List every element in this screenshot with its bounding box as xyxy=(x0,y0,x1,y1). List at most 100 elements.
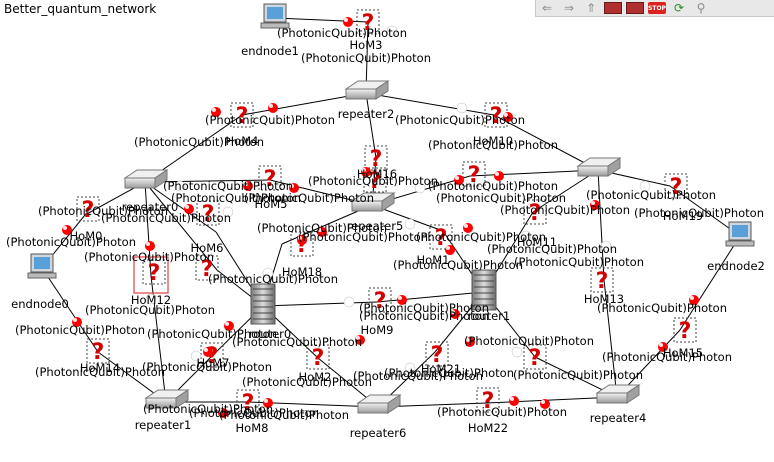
message-label: (PhotonicQubit)Photon xyxy=(514,255,644,269)
message-label: (PhotonicQubit)Photon xyxy=(437,405,567,419)
repeater-icon[interactable] xyxy=(350,192,396,212)
node-label-repeater5: repeater5 xyxy=(347,219,404,233)
hom-label-HoM1: HoM1 xyxy=(417,253,450,267)
message-label: (PhotonicQubit)Photon xyxy=(35,365,165,379)
repeater-icon[interactable] xyxy=(344,80,390,100)
repeater-icon[interactable] xyxy=(356,394,402,414)
message-label: (PhotonicQubit)Photon xyxy=(189,406,319,420)
hom-label-HoM5: HoM5 xyxy=(255,197,288,211)
message-label: (PhotonicQubit)Photon xyxy=(244,191,374,205)
hom-label-HoM22: HoM22 xyxy=(468,421,508,435)
message-label: (PhotonicQubit)Photon xyxy=(298,230,428,244)
message-label: (PhotonicQubit)Photon xyxy=(487,242,617,256)
photon-message-icon xyxy=(404,218,416,230)
link-HoM10-r3 xyxy=(493,114,599,171)
hom-label-HoM14: HoM14 xyxy=(80,361,120,375)
hom-label-HoM0: HoM0 xyxy=(70,229,103,243)
hom-label-HoM2: HoM2 xyxy=(299,370,332,384)
repeater-icon[interactable] xyxy=(576,157,622,177)
arrow-right-icon[interactable]: ⇒ xyxy=(563,1,575,15)
message-label: (PhotonicQubit)Photon xyxy=(416,230,546,244)
message-label: (PhotonicQubit)Photon xyxy=(6,235,136,249)
message-label: (PhotonicQubit)Photon xyxy=(134,135,264,149)
hom-label-HoM8: HoM8 xyxy=(236,421,269,435)
message-label: (PhotonicQubit)Photon xyxy=(38,204,168,218)
repeater-icon[interactable] xyxy=(595,384,641,404)
message-label: (PhotonicQubit)Photon xyxy=(436,191,566,205)
link-router0-HoM9 xyxy=(262,301,378,307)
arrow-up-icon[interactable]: ⇑ xyxy=(585,1,597,15)
link-HoM13-repeater4 xyxy=(603,279,618,398)
link-endnode0-HoM14 xyxy=(41,267,99,353)
photon-message-icon xyxy=(343,296,355,308)
message-label: (PhotonicQubit)Photon xyxy=(597,301,727,315)
link-repeater2-HoM4 xyxy=(241,92,367,116)
hom-label-HoM21: HoM21 xyxy=(421,362,461,376)
hom-label-HoM3: HoM3 xyxy=(350,38,383,52)
message-label: (PhotonicQubit)Photon xyxy=(142,360,272,374)
message-label: (PhotonicQubit)Photon xyxy=(147,327,277,341)
message-label: (PhotonicQubit)Photon xyxy=(219,408,349,422)
express-run-icon[interactable] xyxy=(624,0,646,16)
message-label: (PhotonicQubit)Photon xyxy=(602,350,732,364)
node-label-repeater1: repeater1 xyxy=(135,418,192,432)
stop-icon[interactable]: STOP xyxy=(646,0,668,16)
message-label: (PhotonicQubit)Photon xyxy=(85,303,215,317)
message-label: (PhotonicQubit)Photon xyxy=(395,113,525,127)
router-icon[interactable] xyxy=(471,269,497,311)
message-label: (PhotonicQubit)Photon xyxy=(15,323,145,337)
link-HoM22-repeater4 xyxy=(486,396,618,404)
link-HoM20-repeater0 xyxy=(144,181,218,271)
node-label-router0: router0 xyxy=(249,327,291,341)
node-label-repeater0: repeater0 xyxy=(122,200,179,214)
refresh-icon[interactable]: ⟳ xyxy=(673,1,685,15)
host-icon[interactable] xyxy=(725,221,755,247)
link-r3-HoM11 xyxy=(532,169,599,213)
message-label: (PhotonicQubit)Photon xyxy=(586,188,716,202)
hom-label-HoM6: HoM6 xyxy=(191,241,224,255)
message-label: (PhotonicQubit)Photon xyxy=(464,334,594,348)
message-label: (PhotonicQubit)Photon xyxy=(353,369,483,383)
host-icon[interactable] xyxy=(260,3,290,29)
hom-label-HoM11: HoM11 xyxy=(517,235,557,249)
message-label: (PhotonicQubit)Photon xyxy=(84,250,214,264)
arrow-left-icon[interactable]: ⇐ xyxy=(541,1,553,15)
link-HoMz-r3 xyxy=(469,169,599,177)
message-label: (PhotonicQubit)Photon xyxy=(232,335,362,349)
message-label: (PhotonicQubit)Photon xyxy=(384,366,514,380)
zoom-icon[interactable]: ⚲ xyxy=(696,1,706,15)
message-label: (PhotonicQubit)Photon xyxy=(171,191,301,205)
photon-message-icon xyxy=(268,103,278,113)
message-label: (PhotonicQubit)Photon xyxy=(277,26,407,40)
repeater-icon[interactable] xyxy=(123,169,169,189)
node-label-endnode2: endnode2 xyxy=(707,259,765,273)
hom-label-HoM15: HoM15 xyxy=(663,346,703,360)
message-label: (PhotonicQubit)Photon xyxy=(143,402,273,416)
message-label: (PhotonicQubit)Photon xyxy=(634,206,764,220)
message-label: (PhotonicQubit)Photon xyxy=(205,113,335,127)
link-repeater0-HoM5 xyxy=(144,179,271,183)
fast-run-icon[interactable] xyxy=(602,0,624,16)
hom-label-HoM18: HoM18 xyxy=(282,265,322,279)
message-label: (PhotonicQubit)Photon xyxy=(257,221,387,235)
message-label: (PhotonicQubit)Photon xyxy=(500,203,630,217)
hom-label-HoM12: HoM12 xyxy=(131,293,171,307)
hom-label-HoM7: HoM7 xyxy=(197,356,230,370)
message-label: (PhotonicQubit)Photon xyxy=(359,301,489,315)
message-label: (PhotonicQubit)Photon xyxy=(208,272,338,286)
repeater-icon[interactable] xyxy=(144,389,190,409)
hom-label-HoM16: HoM16 xyxy=(357,167,397,181)
hom-label-HoM10: HoM10 xyxy=(473,134,513,148)
message-label: (PhotonicQubit)Photon xyxy=(301,51,431,65)
hom-label-HoM4: HoM4 xyxy=(226,134,259,148)
node-label-endnode0: endnode0 xyxy=(11,297,69,311)
router-icon[interactable] xyxy=(250,283,276,325)
node-label-repeater6: repeater6 xyxy=(350,426,407,440)
host-icon[interactable] xyxy=(27,253,57,279)
message-label: (PhotonicQubit)Photon xyxy=(242,375,372,389)
hom-label-HoM9: HoM9 xyxy=(361,323,394,337)
photon-message-icon xyxy=(456,102,468,114)
link-endnode1-HoM3 xyxy=(274,17,369,23)
